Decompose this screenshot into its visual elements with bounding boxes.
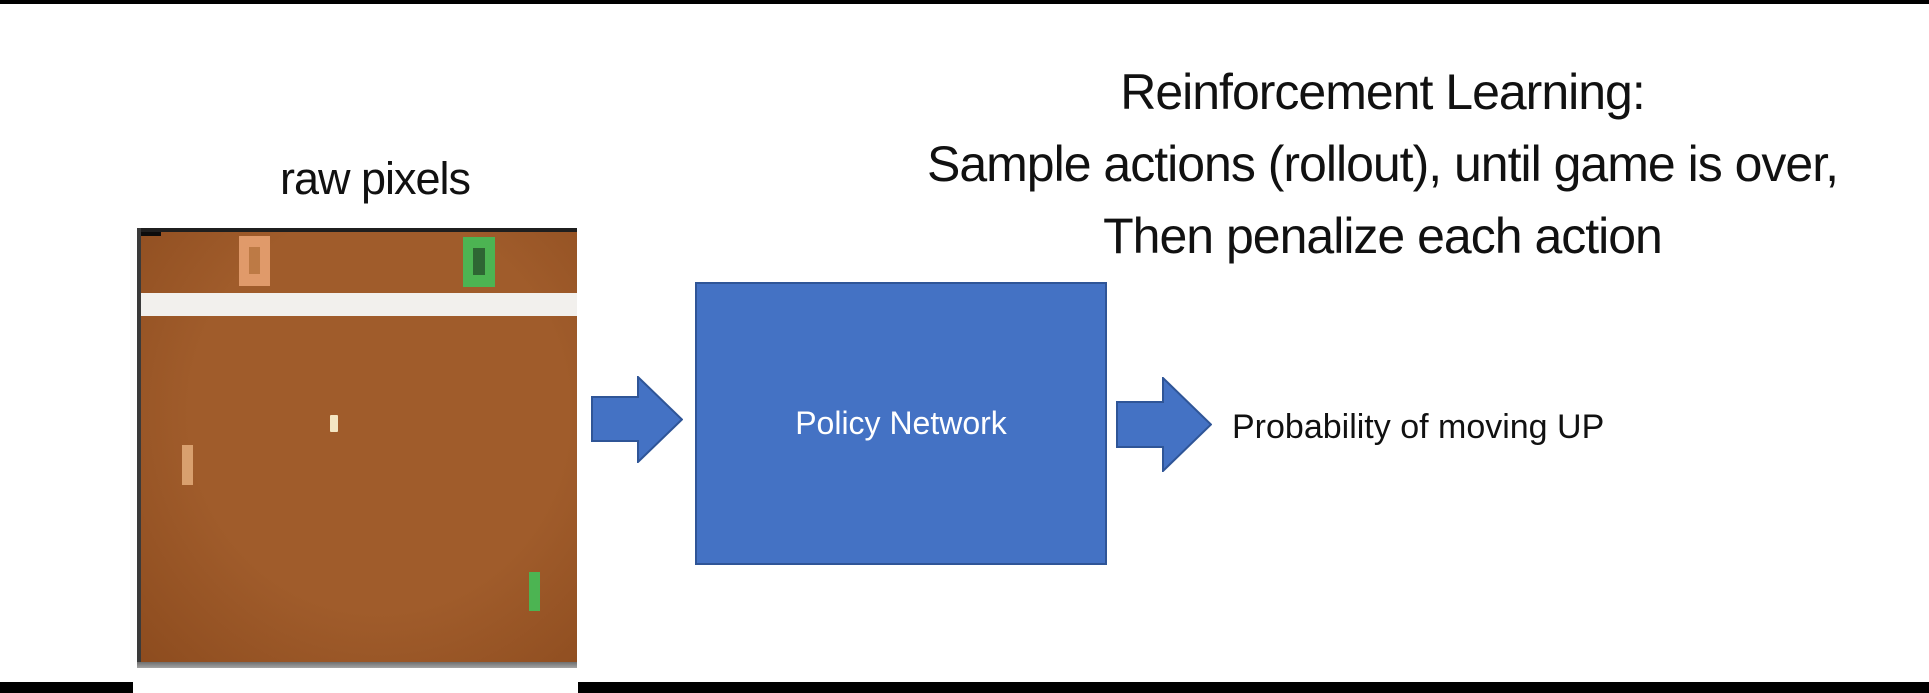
bottom-black-bar-left bbox=[0, 682, 133, 693]
title-line-2: Sample actions (rollout), until game is … bbox=[927, 136, 1839, 192]
pong-top-left-notch bbox=[137, 228, 161, 236]
pong-right-score-digit bbox=[463, 237, 495, 287]
input-arrow-icon bbox=[591, 376, 683, 463]
pong-game-screenshot bbox=[137, 228, 577, 668]
pong-bottom-border bbox=[137, 662, 577, 668]
pong-left-border bbox=[137, 228, 141, 662]
pong-right-paddle bbox=[529, 572, 540, 611]
policy-network-label: Policy Network bbox=[795, 405, 1007, 441]
output-arrow-icon bbox=[1116, 377, 1212, 472]
top-black-bar bbox=[0, 0, 1929, 4]
title-line-1: Reinforcement Learning: bbox=[1120, 64, 1646, 120]
pong-ball bbox=[330, 415, 338, 432]
pong-left-paddle bbox=[182, 445, 193, 485]
title-line-3: Then penalize each action bbox=[1103, 208, 1663, 264]
pong-left-score-digit bbox=[239, 236, 270, 286]
bottom-black-bar-right bbox=[578, 682, 1929, 693]
policy-network-box: Policy Network bbox=[695, 282, 1107, 565]
raw-pixels-label: raw pixels bbox=[279, 153, 471, 204]
probability-output-label: Probability of moving UP bbox=[1232, 408, 1605, 446]
slide-title: Reinforcement Learning: Sample actions (… bbox=[840, 56, 1925, 272]
pong-top-border bbox=[137, 228, 577, 232]
pong-score-divider bbox=[141, 293, 577, 316]
